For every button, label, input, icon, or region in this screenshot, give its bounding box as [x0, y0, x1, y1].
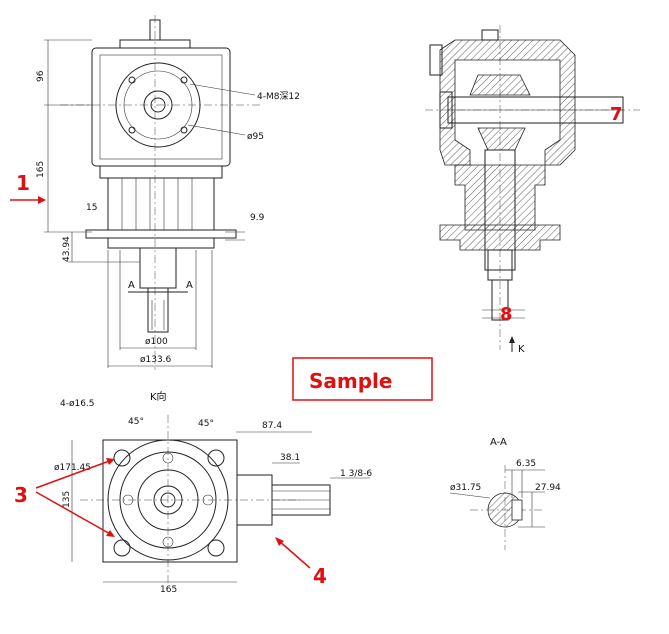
marker-1-arrowhead: [38, 196, 46, 204]
thread-note-m8: 4-M8深12: [257, 91, 300, 102]
marker-7: 7: [610, 104, 623, 125]
dim-87-4: 87.4: [262, 421, 282, 431]
spline-spec: 1 3/8-6: [340, 469, 372, 479]
dim-6-35: 6.35: [516, 459, 536, 469]
dim-9-9: 9.9: [250, 213, 265, 223]
section-view: [425, 25, 640, 352]
dim-phi-31-75: ø31.75: [450, 483, 481, 493]
dim-phi-171-45: ø171.45: [54, 463, 91, 473]
dim-135: 135: [62, 491, 72, 508]
dim-15: 15: [86, 203, 97, 213]
marker-1: 1: [16, 171, 30, 195]
section-mark-a-right: A: [186, 280, 193, 291]
dim-165-horizontal: 165: [160, 585, 177, 595]
k-view-title: K向: [150, 390, 167, 403]
dim-phi-100: ø100: [145, 337, 168, 347]
marker-3-arrow-upper: [35, 459, 113, 489]
hole-note-phi-16-5: 4-ø16.5: [60, 399, 95, 409]
view-direction-k: K: [518, 344, 525, 355]
dim-27-94: 27.94: [535, 483, 561, 493]
dim-38-1: 38.1: [280, 453, 300, 463]
dim-165-vertical: 165: [36, 161, 46, 178]
front-view: [44, 15, 260, 370]
marker-8: 8: [500, 304, 513, 325]
section-mark-a-left: A: [128, 280, 135, 291]
sample-label: Sample: [309, 369, 392, 393]
sample-box: [292, 357, 433, 401]
k-view: [71, 415, 370, 585]
section-a-a-title: A-A: [490, 437, 507, 448]
dim-96: 96: [36, 70, 46, 82]
marker-3-arrow-lower: [35, 491, 113, 536]
angle-45-left: 45°: [128, 417, 144, 427]
section-a-a: [449, 465, 545, 550]
dim-phi-95: ø95: [247, 132, 264, 142]
dim-43-94: 43.94: [62, 236, 72, 262]
angle-45-right: 45°: [198, 419, 214, 429]
marker-4: 4: [313, 564, 327, 588]
marker-4-arrow: [277, 539, 311, 569]
marker-3: 3: [14, 483, 28, 507]
dim-phi-133-6: ø133.6: [140, 355, 172, 365]
